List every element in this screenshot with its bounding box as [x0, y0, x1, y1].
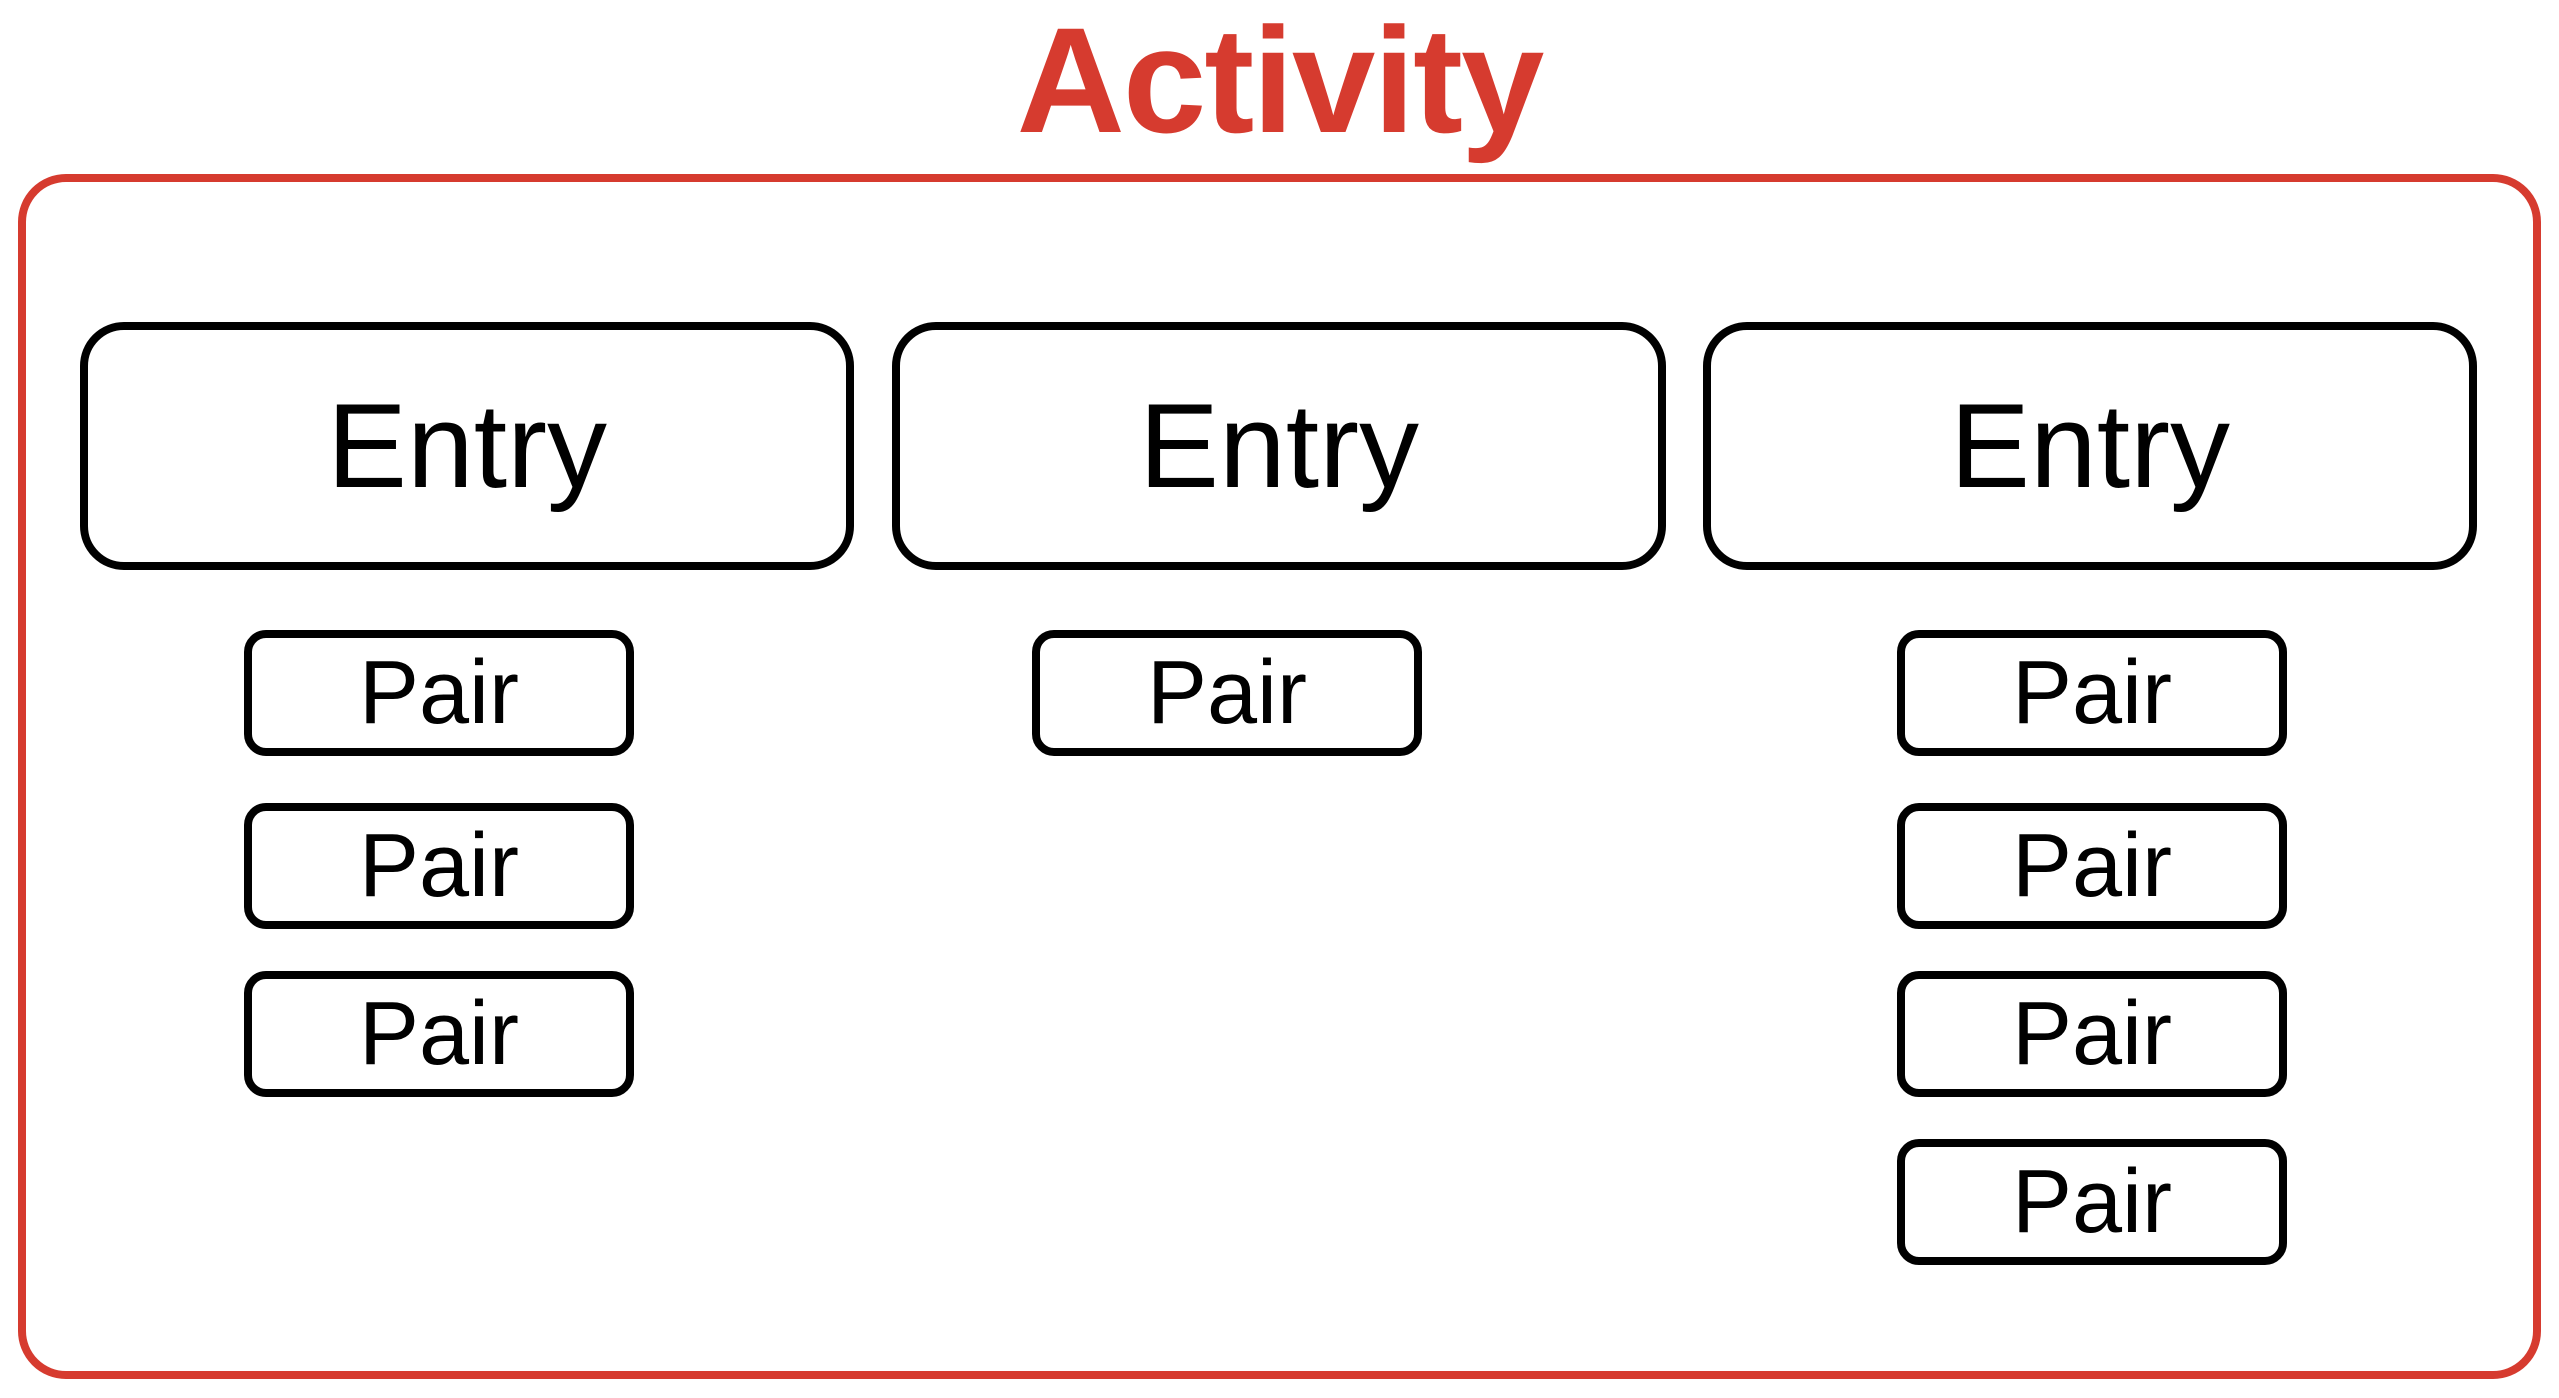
entry-box-2: Entry	[892, 322, 1666, 570]
pair-box-1-1: Pair	[244, 630, 634, 756]
pair-box-3-2: Pair	[1897, 803, 2287, 929]
activity-container	[18, 174, 2541, 1379]
entry-box-1: Entry	[80, 322, 854, 570]
pair-box-3-1: Pair	[1897, 630, 2287, 756]
activity-title: Activity	[1016, 0, 1545, 164]
pair-box-3-4: Pair	[1897, 1139, 2287, 1265]
pair-box-2-1: Pair	[1032, 630, 1422, 756]
pair-box-1-3: Pair	[244, 971, 634, 1097]
pair-box-3-3: Pair	[1897, 971, 2287, 1097]
entry-box-3: Entry	[1703, 322, 2477, 570]
pair-box-1-2: Pair	[244, 803, 634, 929]
